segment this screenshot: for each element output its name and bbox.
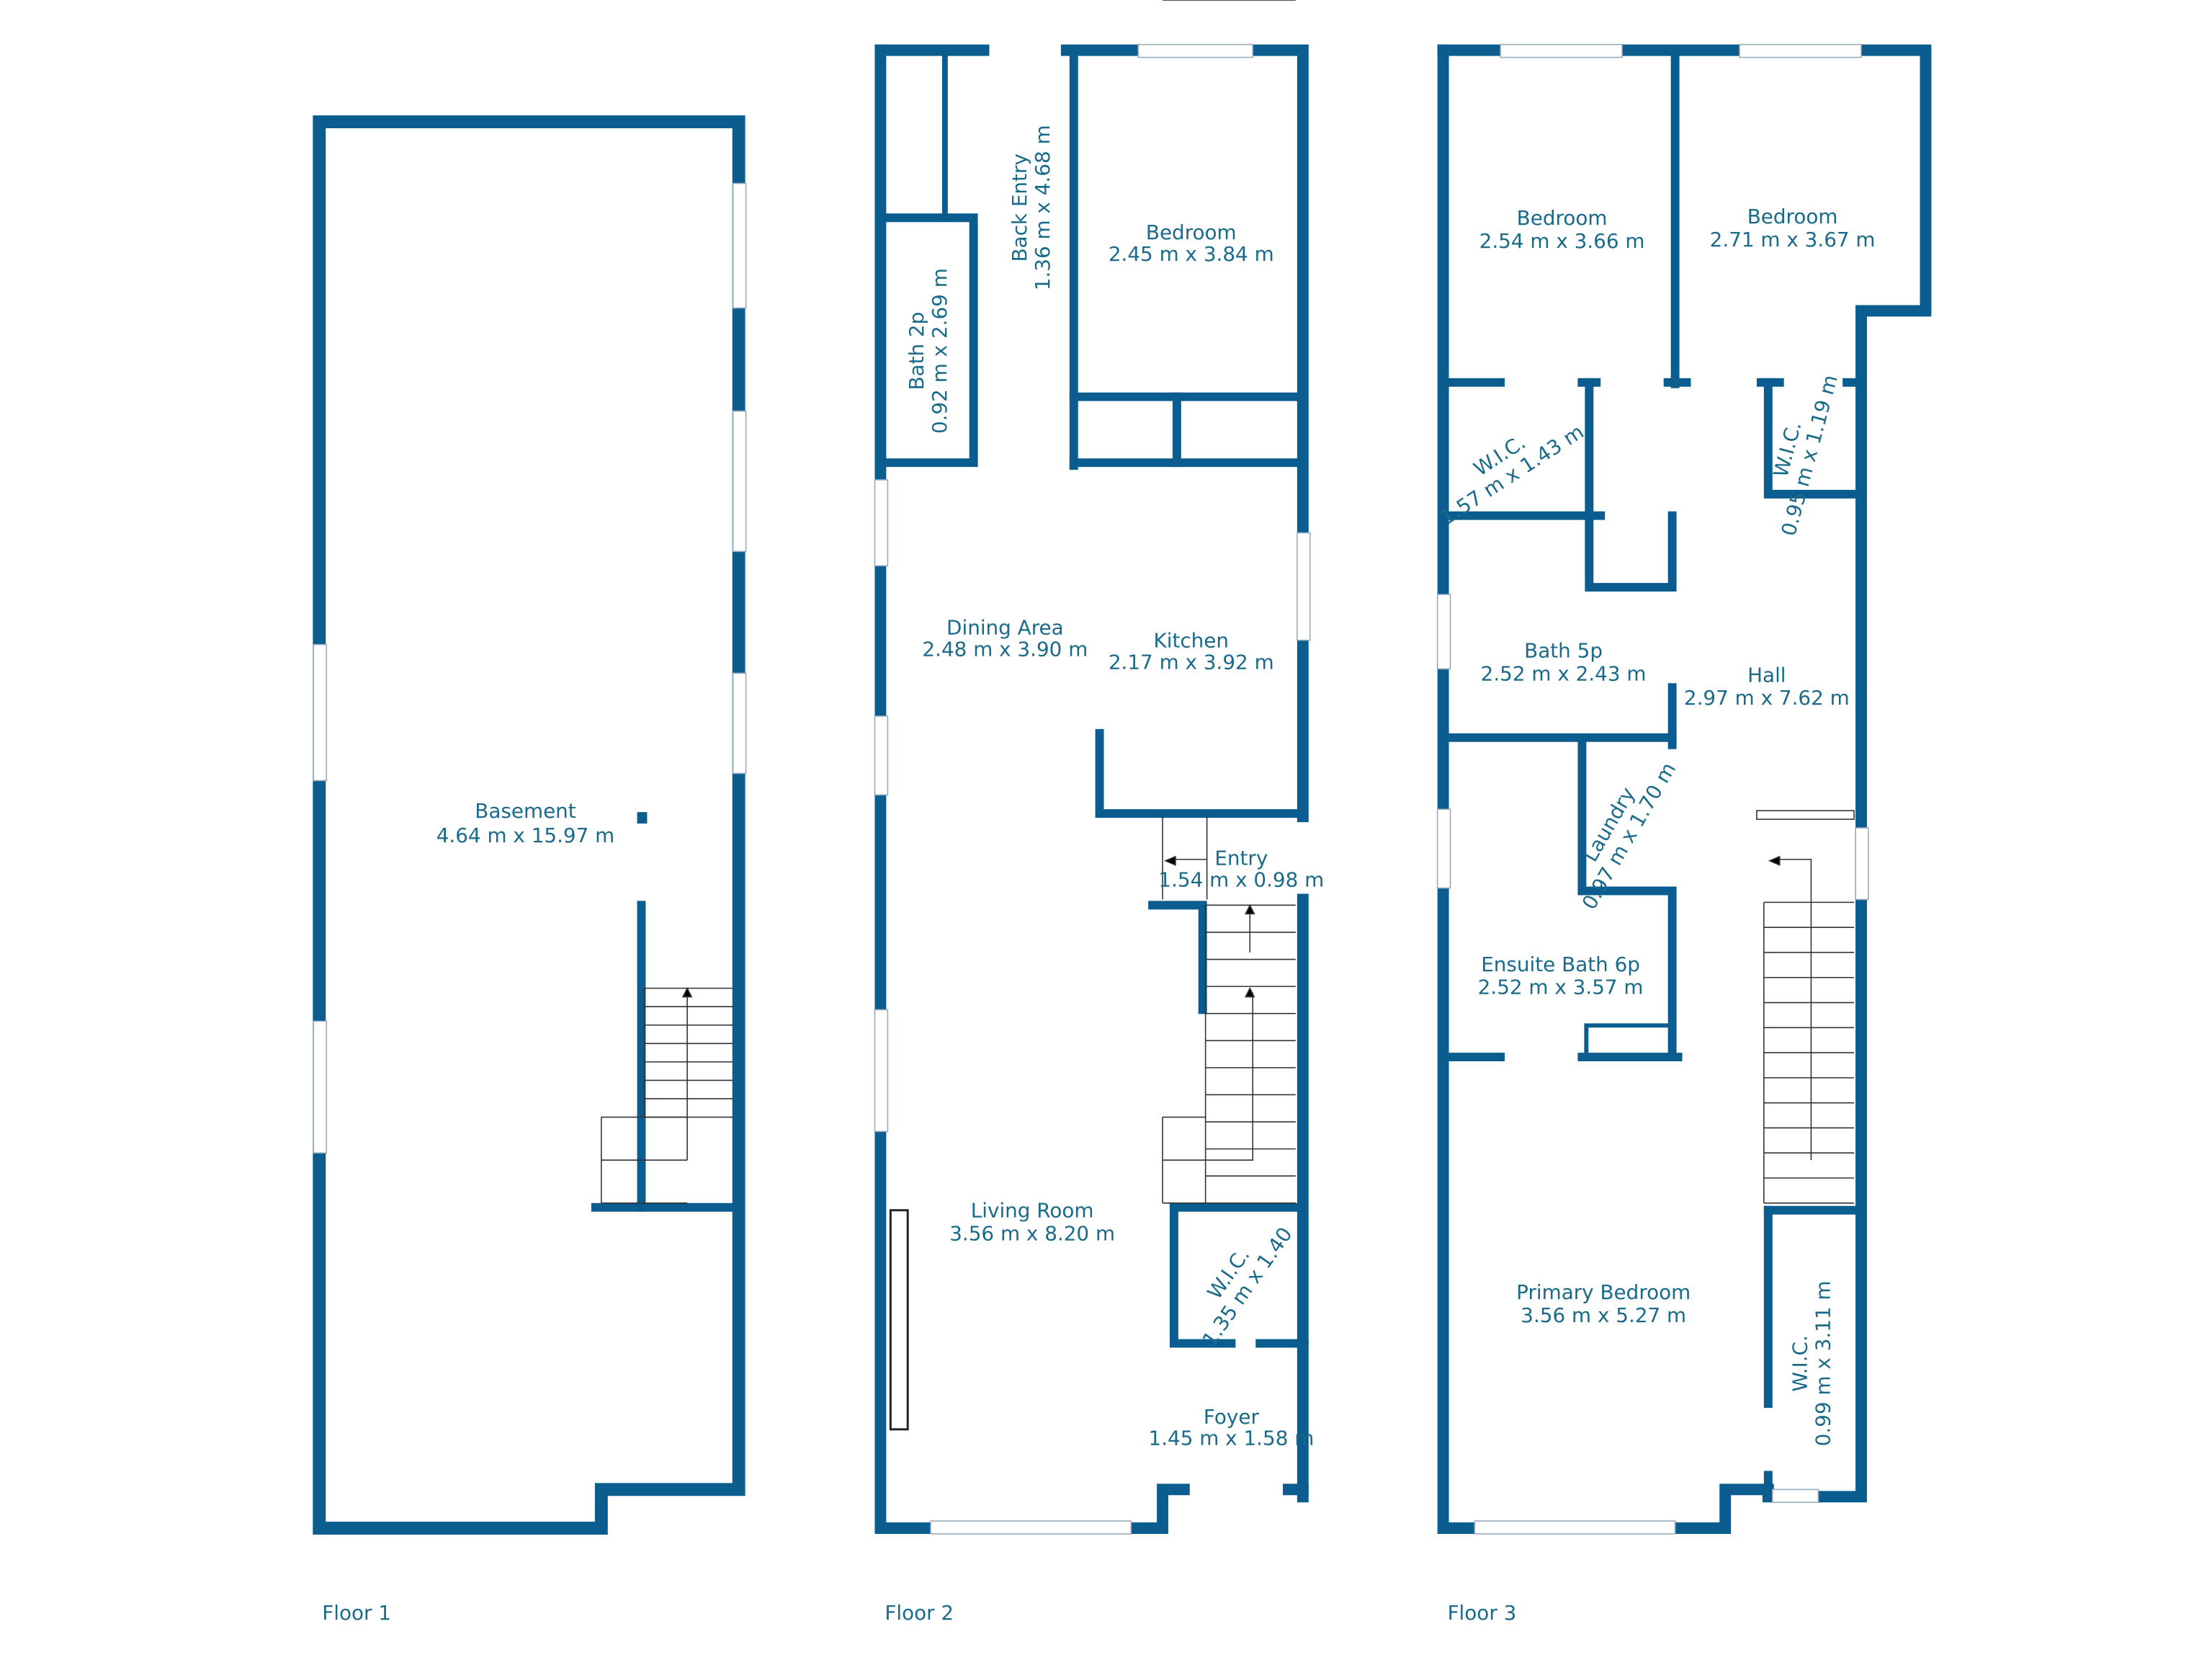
window: [1297, 532, 1311, 641]
room-dims: 3.56 m x 8.20 m: [949, 1221, 1115, 1245]
window: [313, 643, 327, 782]
window: [1436, 594, 1451, 670]
floor-label: Floor 3: [1448, 1601, 1517, 1625]
arrow-head-icon: [681, 986, 693, 998]
window: [1474, 1520, 1676, 1535]
window: [1436, 808, 1451, 889]
floor-label: Floor 1: [322, 1601, 391, 1625]
room-label: Bedroom: [1517, 206, 1608, 230]
room-dims: 1.36 m x 4.68 m: [1031, 125, 1054, 290]
window: [1739, 43, 1862, 58]
window: [874, 479, 889, 567]
wall: [1060, 44, 1309, 823]
windows: [313, 43, 1869, 1535]
window: [1137, 43, 1254, 58]
wall: [876, 213, 978, 468]
stair-arrow: [1205, 992, 1254, 1161]
room-dims: 2.71 m x 3.67 m: [1710, 228, 1876, 251]
room-dims: 2.52 m x 2.43 m: [1481, 661, 1647, 685]
room-dims: 4.64 m x 15.97 m: [436, 824, 615, 847]
room-dims: 2.48 m x 3.90 m: [922, 637, 1088, 661]
wall: [1763, 378, 1866, 499]
window: [874, 1009, 889, 1133]
room-label: W.I.C.: [1788, 1335, 1812, 1391]
arrow-head-icon: [1245, 903, 1255, 915]
room-dims: 1.45 m x 1.58 m: [1148, 1427, 1314, 1450]
window: [930, 1520, 1132, 1535]
room-dims: 2.97 m x 7.62 m: [1684, 686, 1850, 710]
floor-1: Basement 4.64 m x 15.97 m Floor 1: [322, 799, 614, 1625]
wall: [1148, 901, 1207, 1014]
room-label: Bedroom: [1747, 205, 1838, 228]
fireplace: [889, 1209, 909, 1431]
arrow-head-icon: [1768, 855, 1781, 866]
column: [637, 812, 648, 824]
wall: [1095, 728, 1304, 818]
room-label: Ensuite Bath 6p: [1481, 952, 1640, 976]
room-label: Foyer: [1204, 1405, 1260, 1429]
window: [732, 182, 747, 309]
arrow-head-icon: [1245, 986, 1255, 998]
window: [874, 715, 889, 796]
stair-arrow: [1775, 858, 1812, 1161]
room-label: Entry: [1214, 847, 1268, 870]
room-label: Hall: [1747, 663, 1786, 687]
room-dims: 0.99 m x 3.11 m: [1811, 1280, 1835, 1446]
wall: [1585, 378, 1677, 592]
stairs: [601, 0, 1855, 1204]
floor-3: Bedroom 2.54 m x 3.66 m Bedroom 2.71 m x…: [1436, 205, 1876, 1625]
room-label: Dining Area: [946, 616, 1064, 640]
wall: [1584, 1023, 1670, 1060]
wall: [1169, 1202, 1236, 1348]
room-label: Bedroom: [1146, 220, 1237, 244]
room-label: Basement: [475, 799, 576, 823]
room-dims: 3.56 m x 5.27 m: [1521, 1303, 1686, 1327]
window: [732, 672, 747, 775]
window: [313, 1020, 327, 1154]
room-label: Primary Bedroom: [1516, 1280, 1691, 1304]
room-label: Living Room: [971, 1199, 1094, 1223]
room-label: Bath 2p: [905, 312, 928, 391]
window: [732, 410, 747, 553]
stair-rail: [1756, 810, 1855, 820]
room-label: Bath 5p: [1524, 638, 1603, 662]
floor-label: Floor 2: [885, 1601, 954, 1625]
window: [1855, 827, 1869, 901]
room-dims: 0.92 m x 2.69 m: [928, 268, 951, 434]
arrow-head-icon: [1163, 855, 1176, 866]
room-dims: 2.54 m x 3.66 m: [1479, 229, 1645, 253]
room-label: Kitchen: [1154, 629, 1230, 653]
room-label: Back Entry: [1008, 153, 1031, 262]
wall: [1437, 44, 1774, 1534]
room-dims: 2.17 m x 3.92 m: [1109, 650, 1274, 674]
window: [1500, 43, 1623, 58]
window: [1771, 1489, 1819, 1504]
wall: [313, 115, 745, 1535]
room-dims: 2.45 m x 3.84 m: [1109, 242, 1274, 266]
room-dims: 1.54 m x 0.98 m: [1158, 868, 1324, 892]
room-dims: 2.52 m x 3.57 m: [1478, 976, 1644, 999]
wall: [1577, 733, 1677, 1062]
